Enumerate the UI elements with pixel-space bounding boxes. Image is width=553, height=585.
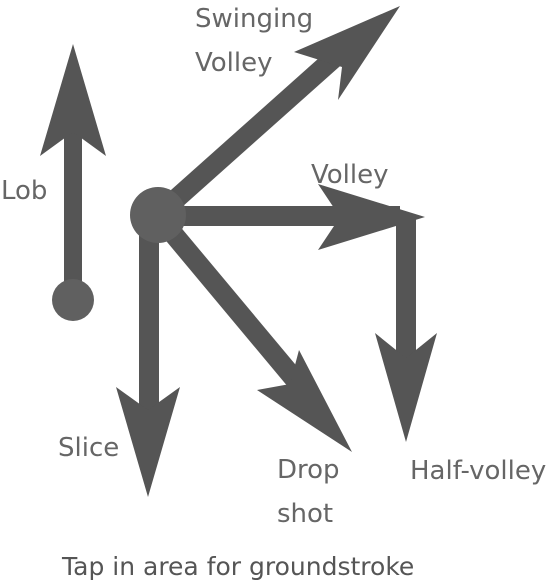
lob-arrow-head bbox=[40, 44, 106, 156]
slice-gesture bbox=[116, 215, 180, 497]
half-volley-arrow-shaft bbox=[396, 218, 416, 368]
drop-shot-arrow-shaft bbox=[152, 211, 320, 407]
drop-shot-arrow-head bbox=[257, 350, 352, 452]
volley-arrow-head bbox=[318, 184, 425, 250]
swinging-volley-label-line1: Swinging bbox=[195, 4, 313, 34]
slice-arrow-head bbox=[116, 387, 180, 497]
swinging-volley-arrow-head bbox=[294, 6, 400, 100]
swinging-volley-arrow-shaft bbox=[151, 34, 359, 223]
lob-arrow-shaft bbox=[64, 120, 82, 298]
volley-gesture bbox=[160, 184, 425, 250]
origin-dot bbox=[130, 187, 186, 243]
groundstroke-hint: Tap in area for groundstroke bbox=[61, 552, 414, 581]
slice-arrow-shaft bbox=[139, 215, 159, 420]
swinging-volley-gesture bbox=[151, 6, 400, 223]
half-volley-gesture bbox=[375, 218, 437, 442]
drop-shot-label-line1: Drop bbox=[277, 455, 340, 485]
drop-shot-gesture bbox=[152, 211, 352, 452]
slice-label: Slice bbox=[58, 433, 119, 463]
lob-gesture bbox=[40, 44, 106, 321]
half-volley-arrow-head bbox=[375, 333, 437, 442]
lob-start-dot bbox=[52, 279, 94, 321]
lob-label: Lob bbox=[1, 176, 47, 206]
volley-label: Volley bbox=[311, 160, 389, 190]
swinging-volley-label-line2: Volley bbox=[195, 48, 273, 78]
half-volley-label: Half-volley bbox=[410, 456, 546, 486]
drop-shot-label-line2: shot bbox=[277, 499, 333, 529]
